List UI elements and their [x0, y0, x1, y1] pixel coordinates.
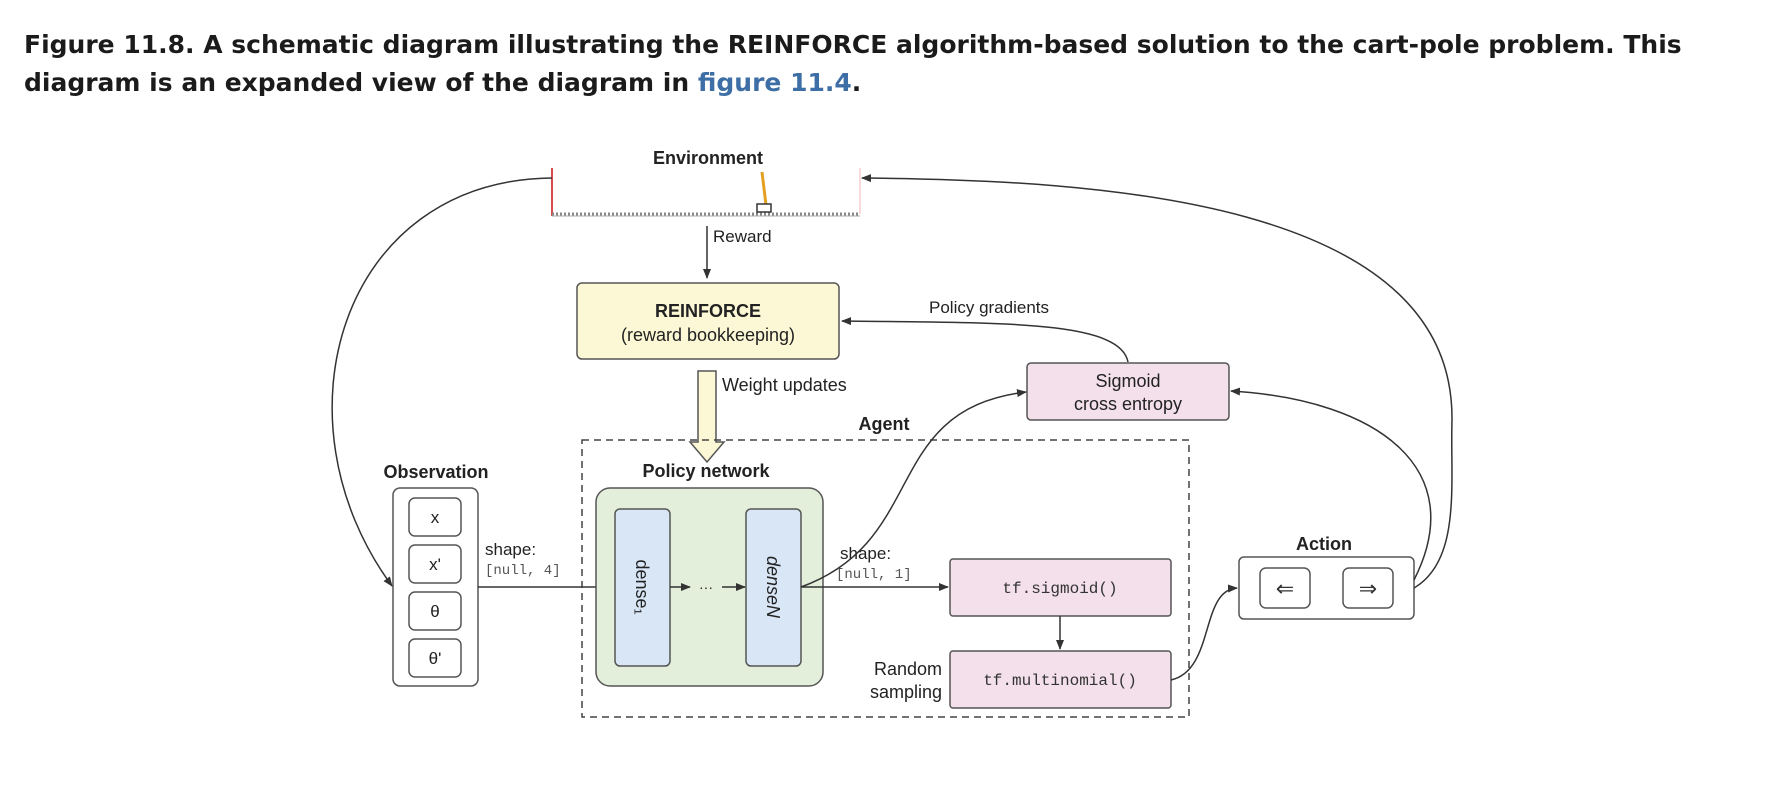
caption-text: Figure 11.8. A schematic diagram illustr…	[24, 30, 1682, 97]
right-arrow-icon: ⇒	[1359, 576, 1377, 601]
sigmoid-ce-line1: Sigmoid	[1095, 371, 1160, 391]
policy-network-label: Policy network	[642, 461, 770, 481]
obs-cell-x	[408, 497, 462, 537]
reinforce-title: REINFORCE	[655, 301, 761, 321]
obs-cell-xdot	[408, 544, 462, 584]
weight-updates-arrow	[688, 370, 726, 464]
obs-cell-thetadot	[408, 638, 462, 678]
random-sampling-line1: Random	[874, 659, 942, 679]
sigmoid-ce-line2: cross entropy	[1074, 394, 1182, 414]
action-right-cell	[1342, 567, 1394, 609]
random-sampling-line2: sampling	[870, 682, 942, 702]
tf-multinomial-label: tf.multinomial()	[983, 672, 1137, 690]
layers-ellipsis: ···	[699, 579, 713, 595]
figure-link[interactable]: figure 11.4	[697, 68, 852, 97]
action-left-cell	[1259, 567, 1311, 609]
environment-graphic	[551, 168, 861, 217]
caption-end: .	[851, 68, 862, 97]
cart	[756, 203, 772, 213]
environment-label: Environment	[653, 148, 763, 168]
shape-in-value: [null, 4]	[485, 563, 561, 579]
reinforce-box	[576, 282, 840, 360]
reinforce-subtitle: (reward bookkeeping)	[621, 325, 795, 345]
policy-gradients-label: Policy gradients	[929, 298, 1049, 317]
obs-x: x	[431, 508, 440, 527]
obs-xdot: x'	[429, 555, 441, 574]
obs-cell-theta	[408, 591, 462, 631]
shape-in-label: shape:	[485, 540, 536, 559]
cart-pole	[760, 171, 768, 206]
dense1-label: dense₁	[632, 559, 652, 614]
denseN-label: denseN	[763, 556, 783, 619]
agent-label: Agent	[859, 414, 910, 434]
obs-thetadot: θ'	[429, 649, 442, 668]
shape-out-value: [null, 1]	[836, 567, 912, 583]
figure-caption: Figure 11.8. A schematic diagram illustr…	[24, 26, 1724, 102]
tf-sigmoid-label: tf.sigmoid()	[1002, 580, 1117, 598]
weight-updates-label: Weight updates	[722, 375, 847, 395]
reward-label: Reward	[713, 227, 772, 246]
obs-theta: θ	[430, 602, 439, 621]
left-arrow-icon: ⇐	[1276, 576, 1294, 601]
agent-box	[581, 439, 1190, 718]
action-label: Action	[1296, 534, 1352, 554]
sigmoid-cross-entropy-box	[1026, 362, 1230, 421]
shape-out-label: shape:	[840, 544, 891, 563]
observation-label: Observation	[383, 462, 488, 482]
